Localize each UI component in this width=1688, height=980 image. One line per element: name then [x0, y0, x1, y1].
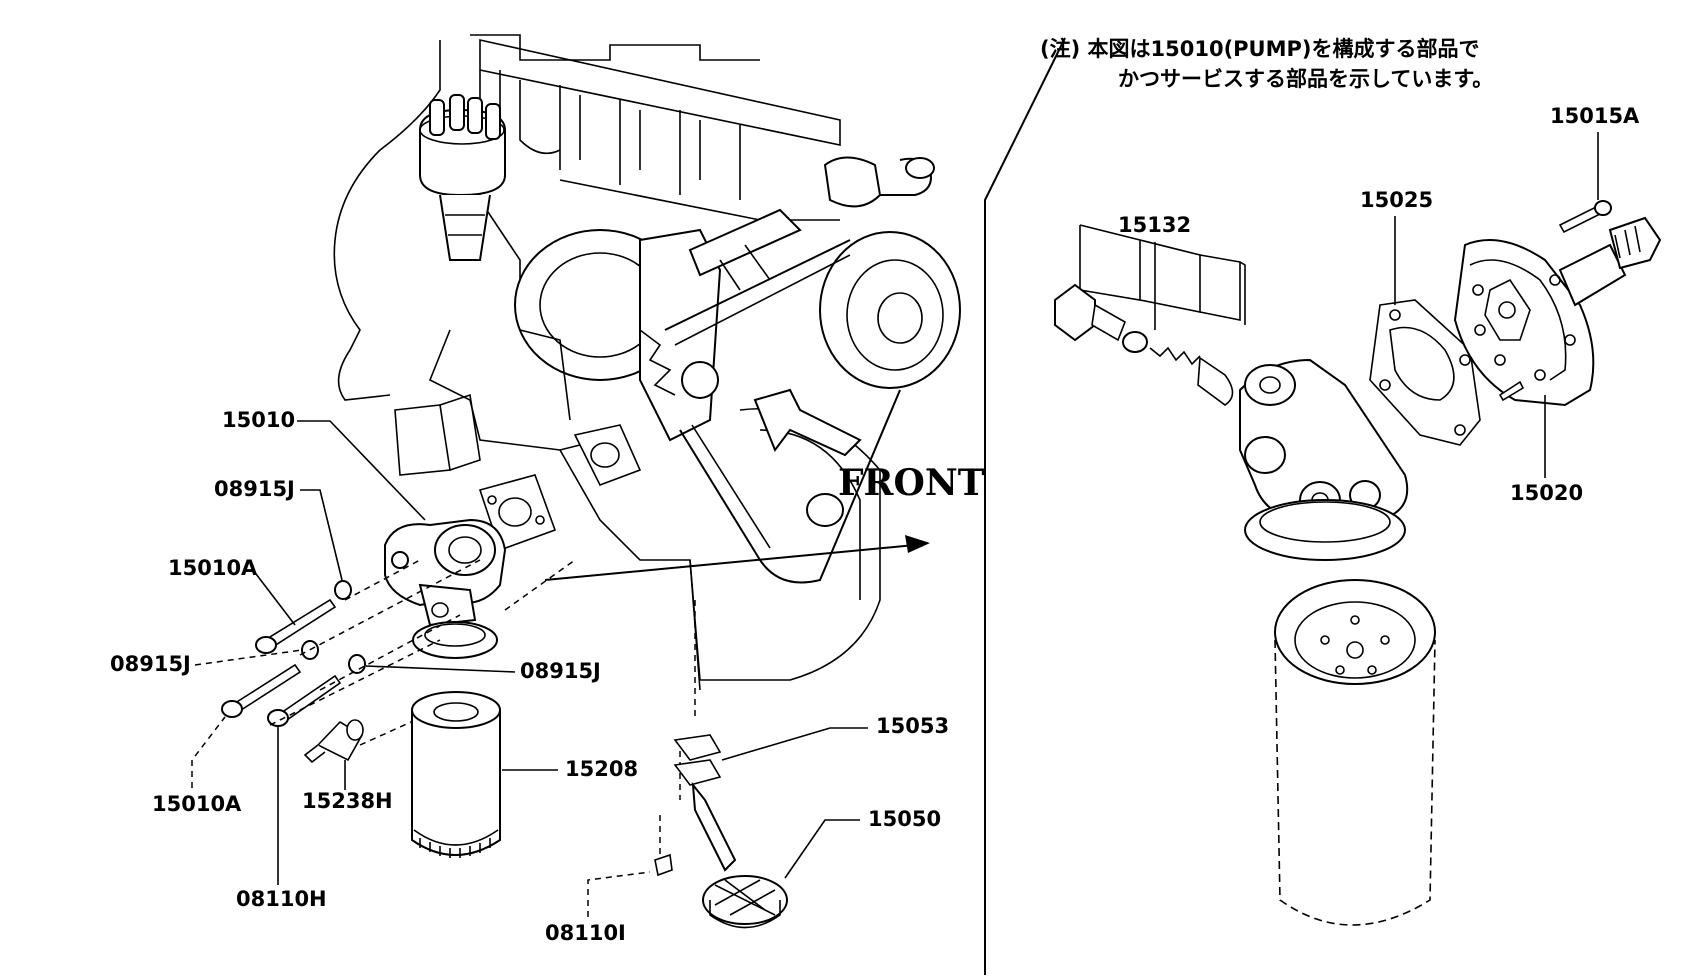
relief-valve-15132-drawing — [1054, 224, 1246, 406]
label-15238H: 15238H — [302, 789, 393, 813]
pump-body-drawing — [1239, 358, 1409, 561]
label-08915J-top: 08915J — [214, 477, 295, 501]
label-15208: 15208 — [565, 757, 638, 781]
label-08110H: 08110H — [236, 887, 327, 911]
front-label: FRONT — [838, 462, 985, 504]
pump-housing-15020-drawing — [1453, 216, 1662, 407]
label-08110I: 08110I — [545, 921, 626, 945]
right-labels: 15015A 15025 15132 15020 — [1118, 104, 1640, 505]
label-15050: 15050 — [868, 807, 941, 831]
oil-filter-15208-drawing — [411, 691, 501, 858]
label-15010: 15010 — [222, 408, 295, 432]
oil-strainer-15050-drawing — [654, 600, 788, 929]
oil-pump-15010-drawing — [384, 474, 557, 659]
label-15132: 15132 — [1118, 213, 1191, 237]
label-08915J-right: 08915J — [520, 659, 601, 683]
note-line-1: (注) 本図は15010(PUMP)を構成する部品で — [1040, 37, 1480, 61]
bolt-15010A-lower — [221, 663, 302, 718]
label-15015A: 15015A — [1550, 104, 1640, 128]
left-labels: 15010 08915J 15010A 08915J 08915J 15010A… — [110, 408, 949, 945]
label-15010A-top: 15010A — [168, 556, 258, 580]
bolt-15015A-drawing — [1558, 200, 1612, 234]
oil-pressure-switch-15238H — [303, 719, 364, 764]
engine-block-drawing — [333, 34, 961, 691]
label-08915J-left: 08915J — [110, 652, 191, 676]
label-15025: 15025 — [1360, 188, 1433, 212]
washer-08915J-top — [334, 580, 352, 600]
note-line-2: かつサービスする部品を示しています。 — [1118, 67, 1493, 91]
label-15053: 15053 — [876, 714, 949, 738]
gasket-15025-drawing — [1369, 299, 1481, 446]
bolt-15010A-upper — [255, 598, 337, 654]
washer-08915J-right — [348, 654, 366, 674]
oil-filter-right-drawing — [1274, 579, 1436, 926]
label-15020: 15020 — [1510, 481, 1583, 505]
front-direction-arrow — [544, 535, 930, 581]
section-divider — [984, 37, 1066, 975]
distributor-drawing — [419, 94, 506, 261]
label-15010A-bottom: 15010A — [152, 792, 242, 816]
